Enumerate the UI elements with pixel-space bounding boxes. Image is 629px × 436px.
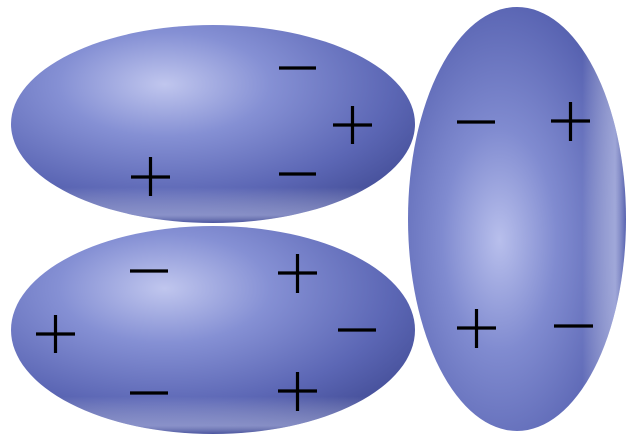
ellipsoid-top-left: [11, 25, 415, 223]
ellipsoid-bottom-left: [11, 226, 415, 434]
ellipsoid-right-rim: [408, 7, 626, 431]
ellipsoid-right: [408, 7, 626, 431]
